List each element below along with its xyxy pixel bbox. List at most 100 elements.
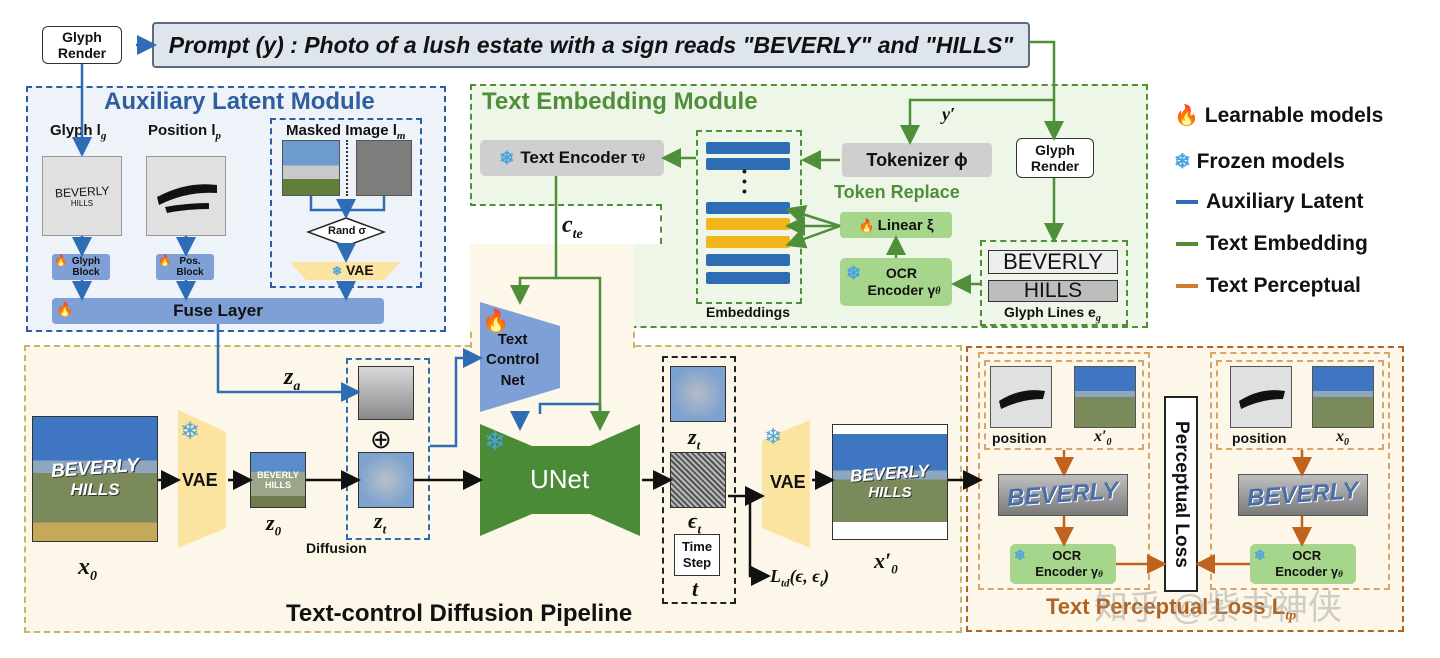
position-label-sub: p (215, 130, 222, 142)
controlnet-label: Text Control Net (486, 331, 540, 389)
pos-block-label: Pos. Block (176, 256, 204, 278)
x0-image-text2: HILLS (70, 480, 120, 499)
cte-label-text: c (562, 212, 573, 238)
oplus: ⊕ (370, 424, 392, 454)
glyph-lines-text: Glyph Lines e (1004, 304, 1096, 320)
time-step-label: Time Step (681, 539, 713, 570)
glyph-render-top: Glyph Render (42, 26, 122, 64)
watermark: 知乎 @紫书神侠 (1094, 589, 1342, 627)
tokenizer: Tokenizer ϕ (842, 143, 992, 177)
fire-icon: 🔥 (1174, 105, 1199, 127)
vae-encoder-label: VAE (182, 470, 218, 490)
x0-image-text1: BEVERLY (50, 454, 140, 483)
glyph-render-emb-label: Glyph Render (1030, 141, 1080, 174)
embedding-bar (706, 202, 790, 214)
linear-block: 🔥 Linear ξ (840, 212, 952, 238)
unet-shape (480, 424, 640, 536)
glyph-label: Glyph lg (50, 122, 106, 142)
position-label-text: Position l (148, 122, 216, 139)
prompt-box: Prompt (y) : Photo of a lush estate with… (152, 22, 1030, 68)
legend-learnable-text: Learnable models (1204, 104, 1384, 127)
percep-xp-sub: 0 (1106, 437, 1112, 449)
percep-position-left-label: position (992, 430, 1047, 446)
glyph-lines-sub: g (1095, 312, 1101, 324)
position-mask-right (1239, 390, 1285, 409)
legend-frozen: ❄ Frozen models (1174, 150, 1345, 174)
percep-left-inner (984, 360, 1144, 450)
glyph-block-label: Glyph Block (71, 256, 101, 278)
zt-image (358, 452, 414, 508)
percep-ocr-left-label: OCR Encoder γ (1035, 548, 1099, 579)
linear-label: Linear ξ (877, 216, 934, 234)
glyph-image-text2: HILLS (70, 198, 94, 208)
z0-label: z0 (266, 510, 281, 539)
za-label: za (284, 364, 300, 395)
perceptual-loss-box: Perceptual Loss (1164, 396, 1198, 592)
percep-title: Text Perceptual Loss Ltp (1046, 594, 1296, 624)
embedding-ellipsis: • • • (742, 163, 747, 199)
percep-xp-image (1074, 366, 1136, 428)
percep-crop-left-text: BEVERLY (1006, 477, 1120, 512)
glyph-lines-label: Glyph Lines eg (1004, 304, 1101, 324)
glyph-block: 🔥 Glyph Block (52, 254, 110, 280)
position-mask-shape (157, 184, 217, 213)
xp0-label: x′0 (874, 548, 898, 577)
x0-image: BEVERLY HILLS (32, 416, 158, 542)
y-prime: y′ (942, 104, 956, 124)
z0-label-text: z (266, 510, 275, 535)
masked-label: Masked Image lm (286, 122, 405, 142)
snowflake-icon: ❄ (1174, 151, 1191, 173)
percep-xp-label: x′0 (1094, 428, 1112, 448)
embedding-bar (706, 272, 790, 284)
fuse-layer-label: Fuse Layer (173, 301, 263, 320)
glyph-label-text: Glyph l (50, 122, 101, 139)
snowflake-icon: ❄ (332, 264, 343, 278)
snowflake-icon: ❄ (1254, 547, 1266, 563)
x0-label-text: x (78, 554, 90, 580)
legend-emb-line (1176, 242, 1198, 246)
eps-label: ϵt (688, 508, 701, 537)
legend-aux-line (1176, 200, 1198, 204)
position-image (146, 156, 226, 236)
embedding-bar (706, 218, 790, 230)
percep-ocr-right-sub: θ (1338, 569, 1343, 580)
embedding-bar (706, 236, 790, 248)
position-label: Position lp (148, 122, 221, 142)
x0-label-sub: 0 (90, 568, 97, 584)
pos-block: 🔥 Pos. Block (156, 254, 214, 280)
percep-x-label: x0 (1336, 428, 1349, 448)
snowflake-icon: ❄ (180, 418, 201, 445)
eps-label-text: ϵ (688, 508, 698, 533)
masked-gray (356, 140, 412, 196)
diffusion-label: Diffusion (306, 540, 367, 556)
eps-zt-sub: t (696, 437, 701, 453)
glyph-label-sub: g (100, 130, 107, 142)
snowflake-icon: ❄ (846, 263, 862, 283)
percep-x-image (1312, 366, 1374, 428)
glyph-line-2-text: HILLS (1023, 279, 1083, 302)
emb-title: Text Embedding Module (482, 88, 758, 115)
glyph-image-text1: BEVERLY (54, 183, 110, 200)
loss-args-sub: t (820, 577, 824, 590)
snowflake-icon: ❄ (499, 148, 515, 168)
mask-divider (346, 140, 348, 196)
zt-label: zt (374, 508, 386, 537)
snowflake-icon: ❄ (1014, 547, 1026, 563)
xp0-label-sub: 0 (891, 561, 898, 577)
legend-percep-line (1176, 284, 1198, 288)
prompt-text: Prompt (y) : Photo of a lush estate with… (168, 31, 1014, 58)
percep-ocr-left-sub: θ (1098, 569, 1103, 580)
aux-title: Auxiliary Latent Module (104, 88, 375, 115)
eps-zt-image (670, 366, 726, 422)
text-encoder-label: Text Encoder τ (520, 148, 640, 167)
glyph-line-1-text: BEVERLY (1003, 249, 1103, 274)
masked-photo (282, 140, 340, 196)
vae-decoder-label: VAE (770, 472, 806, 492)
percep-right-group (1210, 352, 1390, 590)
za-label-text: z (284, 364, 294, 390)
noise-image (670, 452, 726, 508)
fire-icon: 🔥 (158, 255, 172, 267)
